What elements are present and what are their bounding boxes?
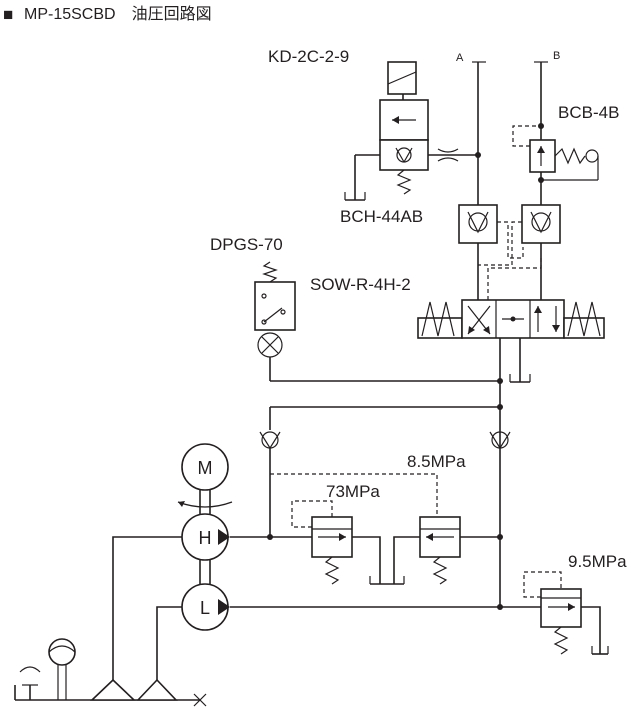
relief-valve-high: 8.5MPa — [270, 452, 466, 585]
check-valve-b: BCB-4B — [512, 103, 619, 183]
directional-valve: SOW-R-4H-2 — [310, 275, 605, 384]
pump-high-label: H — [199, 528, 212, 548]
port-a: A — [456, 52, 486, 210]
pilot-check-label: BCH-44AB — [340, 207, 423, 226]
pilot-check-valves: BCH-44AB — [340, 204, 561, 300]
relief-high-label: 8.5MPa — [407, 452, 466, 471]
check-valve-b-label: BCB-4B — [558, 103, 619, 122]
pressure-switch-label: DPGS-70 — [210, 235, 283, 254]
check-valve-right — [489, 431, 511, 450]
relief-low-label: 9.5MPa — [568, 552, 627, 571]
directional-valve-label: SOW-R-4H-2 — [310, 275, 411, 294]
motor: M — [181, 443, 229, 491]
port-b: B — [534, 50, 560, 210]
pump-low: L — [181, 583, 230, 631]
page-title: MP-15SCBD 油圧回路図 — [24, 5, 212, 23]
pump-low-label: L — [200, 598, 210, 618]
reservoir — [14, 638, 207, 707]
relief-valve-mid: 73MPa — [291, 482, 381, 585]
check-valve-left — [259, 431, 281, 537]
port-b-label: B — [553, 50, 560, 62]
solenoid-valve-label: KD-2C-2-9 — [268, 47, 349, 66]
motor-label: M — [198, 458, 213, 478]
relief-mid-label: 73MPa — [326, 482, 380, 501]
pump-high: H — [181, 513, 230, 561]
title-marker: ■ — [3, 5, 13, 24]
port-a-label: A — [456, 52, 464, 64]
relief-valve-low: 9.5MPa — [523, 552, 627, 655]
pressure-switch: DPGS-70 — [210, 235, 500, 382]
solenoid-valve: KD-2C-2-9 — [268, 47, 481, 201]
